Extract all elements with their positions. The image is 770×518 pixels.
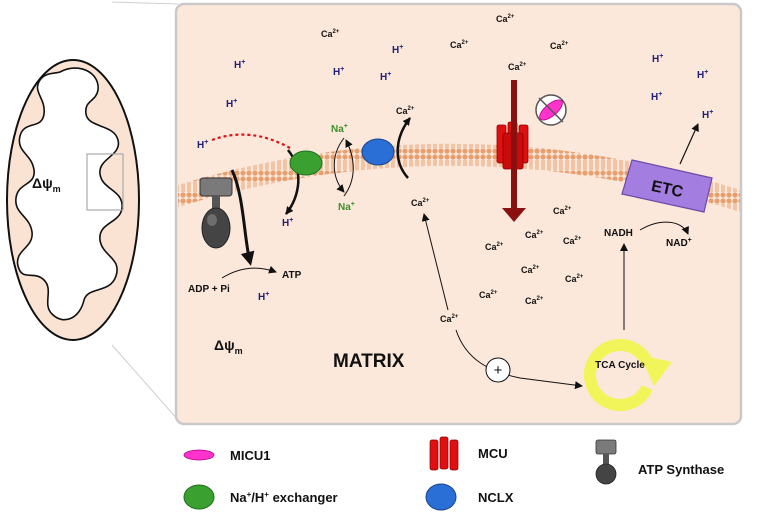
overview-potential-label: Δψm: [32, 175, 61, 194]
etc-label: ETC: [650, 178, 685, 201]
matrix-panel: [174, 2, 743, 426]
legend-label: MCU: [478, 446, 508, 461]
calcium-label: Ca2+: [525, 230, 544, 240]
sodium-out-arrow: [343, 139, 354, 197]
mcu-calcium-influx-shaft: [511, 80, 517, 210]
etc-complex: [621, 159, 713, 213]
nclx-icon: [425, 483, 457, 511]
calcium-label: Ca2+: [508, 62, 527, 72]
mcu-calcium-influx-head: [502, 208, 526, 222]
adp-label: ADP + Pi: [188, 284, 230, 295]
micu1-inhibited: [535, 94, 567, 126]
cristae: [15, 67, 123, 321]
proton-label: H+: [380, 71, 391, 83]
calcium-label: Ca2+: [496, 14, 515, 24]
plus-label: +: [494, 362, 503, 379]
legend-item-micu1: MICU1: [183, 448, 270, 463]
micu1-icon: [183, 449, 215, 461]
zoom-panel: H+ H+ H+ H+ H+ H+ H+ H+ H+ Ca2+ Ca2+ Ca2…: [174, 2, 743, 426]
sodium-label: Na+: [338, 201, 355, 213]
calcium-label: Ca2+: [411, 198, 430, 208]
tca-cycle: [584, 339, 672, 411]
calcium-label: Ca2+: [525, 296, 544, 306]
nclx: [361, 138, 395, 166]
proton-label: H+: [282, 217, 293, 229]
na-h-exchanger-icon: [183, 484, 215, 510]
atp-synthase-icon: [595, 439, 617, 485]
legend-label: ATP Synthase: [638, 462, 724, 477]
legend-label: Na+/H+ exchanger: [230, 490, 338, 505]
exchanger-proton-arrow: [285, 149, 300, 215]
na-h-exchanger: [289, 150, 323, 176]
calcium-to-nclx-arrow: [421, 213, 449, 311]
sodium-in-arrow: [333, 137, 345, 193]
calcium-label: Ca2+: [321, 29, 340, 39]
calcium-to-tca-arrow: [455, 329, 583, 390]
nclx-calcium-efflux-arrow: [396, 117, 411, 179]
calcium-label: Ca2+: [550, 41, 569, 51]
sodium-label: Na+: [331, 123, 348, 135]
ims-protons: H+ H+ H+ H+ H+ H+ H+ H+ H+: [226, 44, 713, 121]
proton-label: H+: [197, 139, 208, 151]
legend-item-nclx: NCLX: [425, 483, 514, 511]
proton-influx-arrow: [230, 169, 255, 266]
calcium-label: Ca2+: [396, 106, 415, 116]
calcium-label: Ca2+: [521, 265, 540, 275]
nad-label: NAD+: [666, 237, 692, 249]
calcium-label: Ca2+: [485, 242, 504, 252]
stimulation-symbol: [485, 357, 511, 383]
legend-item-na-h-exchanger: Na+/H+ exchanger: [183, 484, 338, 510]
atp-label: ATP: [282, 270, 302, 281]
calcium-label: Ca2+: [479, 290, 498, 300]
calcium-label: Ca2+: [565, 274, 584, 284]
proton-label: H+: [392, 44, 403, 56]
proton-label: H+: [697, 69, 708, 81]
calcium-label: Ca2+: [553, 206, 572, 216]
proton-label: H+: [234, 59, 245, 71]
ims-calcium: Ca2+ Ca2+ Ca2+ Ca2+ Ca2+ Ca2+: [321, 14, 569, 116]
proton-label: H+: [333, 66, 344, 78]
legend-item-atp-synthase: ATP Synthase: [595, 439, 724, 485]
legend-item-mcu: MCU: [429, 436, 508, 471]
proton-label: H+: [652, 53, 663, 65]
etc-proton-pump-arrow: [679, 123, 699, 165]
matrix-calcium: Ca2+ Ca2+ Ca2+ Ca2+ Ca2+ Ca2+ Ca2+ Ca2+ …: [440, 206, 584, 324]
tca-label: TCA Cycle: [595, 360, 645, 371]
zoom-box: [86, 153, 124, 211]
legend: MICU1 MCU ATP Synthase Na+/H+ exchanger: [183, 436, 724, 511]
calcium-label: Ca2+: [440, 314, 459, 324]
atp-synthase: [199, 177, 233, 249]
proton-leak-path: [211, 133, 291, 149]
legend-label: MICU1: [230, 448, 270, 463]
proton-label: H+: [226, 98, 237, 110]
calcium-label: Ca2+: [450, 40, 469, 50]
proton-label: H+: [702, 109, 713, 121]
mitochondrion-overview: Δψm: [6, 1, 179, 421]
panel-potential-label: Δψm: [214, 337, 243, 356]
proton-label: H+: [258, 291, 269, 303]
nadh-label: NADH: [604, 228, 633, 239]
nadh-to-nad-arrow: [639, 221, 689, 235]
calcium-label: Ca2+: [563, 236, 582, 246]
atp-synthesis-arrow: [221, 265, 277, 279]
mcu-icon: [429, 436, 459, 471]
proton-label: H+: [651, 91, 662, 103]
matrix-label: MATRIX: [333, 351, 405, 372]
legend-label: NCLX: [478, 490, 514, 505]
